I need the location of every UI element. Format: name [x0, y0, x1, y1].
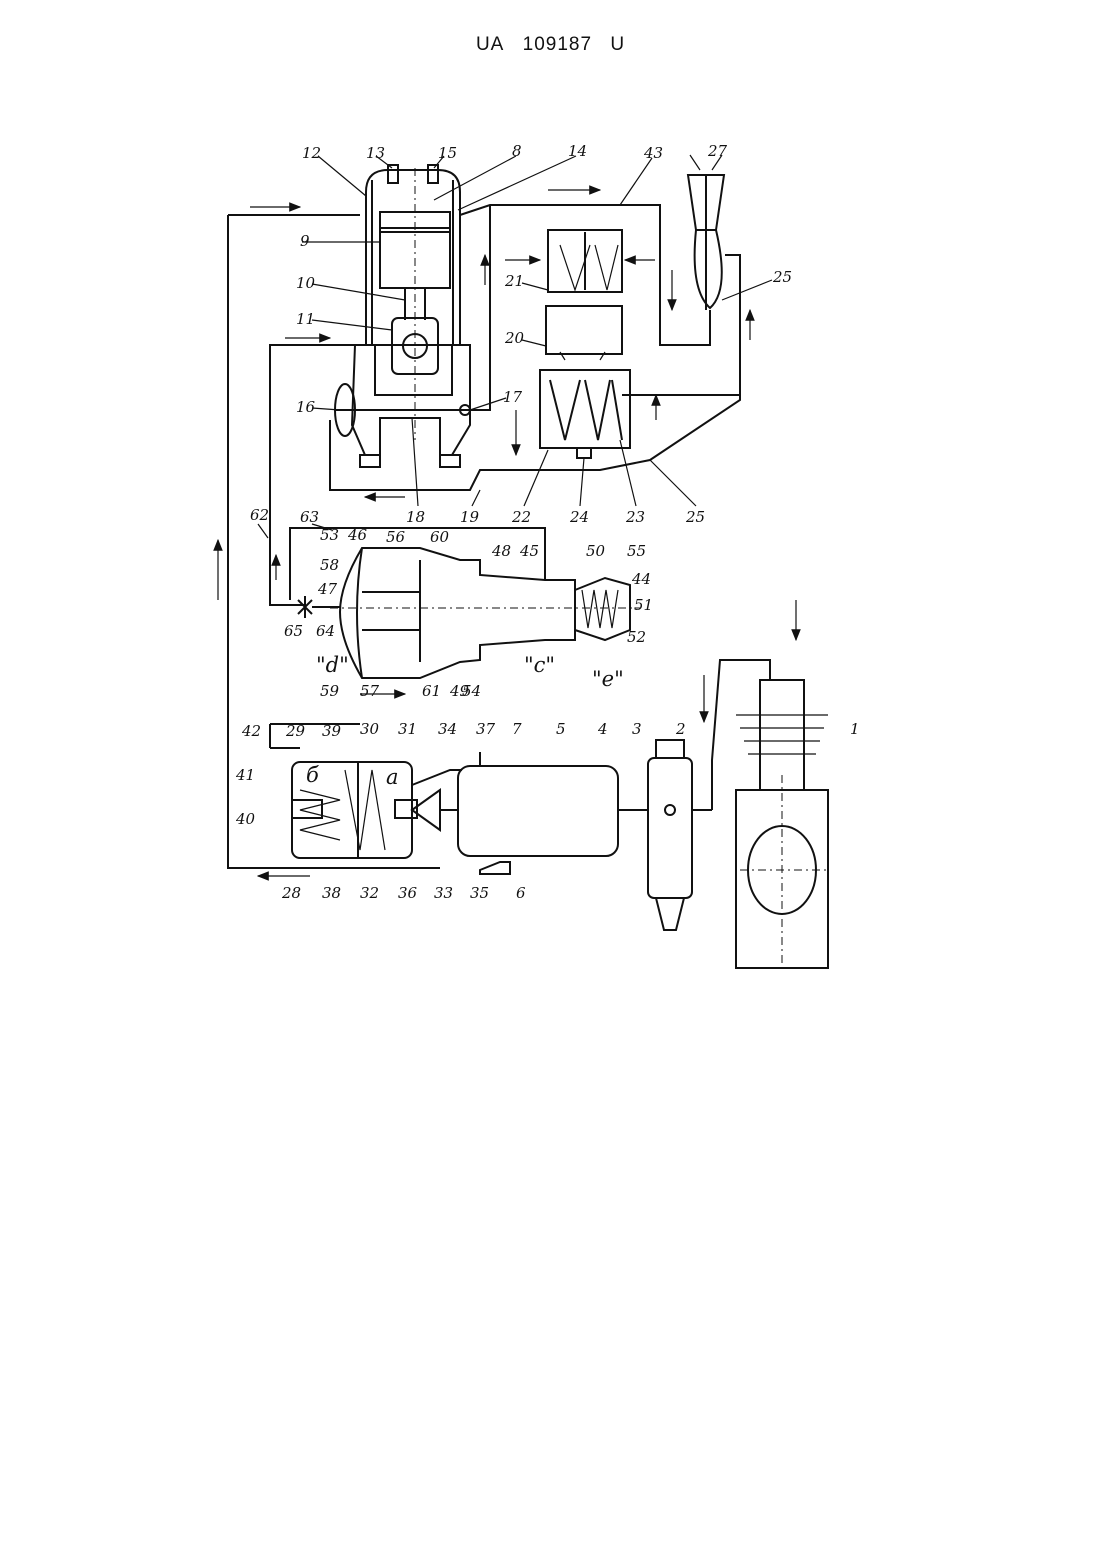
- label-43: 43: [643, 144, 663, 162]
- separator-unit: [540, 230, 630, 458]
- label-33: 33: [434, 884, 453, 902]
- label-18: 18: [406, 508, 425, 526]
- label-38: 38: [322, 884, 341, 902]
- label-5: 5: [556, 720, 566, 738]
- label-10: 10: [296, 274, 316, 292]
- label-7: 7: [512, 720, 522, 738]
- label-4: 4: [597, 720, 608, 738]
- label-20: 20: [504, 329, 525, 347]
- label-17: 17: [503, 388, 523, 406]
- chamber-e: "e": [592, 667, 624, 691]
- label-54: 54: [462, 682, 481, 700]
- label-25a: 25: [772, 268, 792, 286]
- label-31: 31: [398, 720, 417, 738]
- label-29: 29: [285, 722, 306, 740]
- label-19: 19: [460, 508, 480, 526]
- label-23: 23: [625, 508, 645, 526]
- label-57: 57: [360, 682, 380, 700]
- label-36: 36: [398, 884, 418, 902]
- label-44: 44: [631, 570, 651, 588]
- label-58: 58: [320, 556, 339, 574]
- label-9: 9: [300, 232, 310, 250]
- label-21: 21: [504, 272, 524, 290]
- label-25b: 25: [685, 508, 705, 526]
- label-50: 50: [586, 542, 606, 560]
- label-3: 3: [632, 720, 642, 738]
- chamber-b: б: [306, 763, 319, 787]
- label-14: 14: [568, 142, 587, 160]
- label-60: 60: [430, 528, 450, 546]
- label-24: 24: [569, 508, 589, 526]
- label-1: 1: [850, 720, 860, 738]
- label-2: 2: [675, 720, 686, 738]
- label-41: 41: [235, 766, 255, 784]
- label-55: 55: [627, 542, 646, 560]
- chamber-c: "c": [524, 653, 555, 677]
- label-34: 34: [438, 720, 457, 738]
- label-56: 56: [386, 528, 406, 546]
- label-51: 51: [634, 596, 653, 614]
- label-12: 12: [302, 144, 321, 162]
- label-40: 40: [235, 810, 256, 828]
- label-47: 47: [317, 580, 338, 598]
- compressor-unit: [704, 600, 828, 968]
- label-64: 64: [316, 622, 335, 640]
- leader-lines: [258, 156, 772, 538]
- label-37: 37: [476, 720, 496, 738]
- chamber-a: a: [386, 765, 399, 789]
- chamber-d: "d": [316, 653, 349, 677]
- label-42: 42: [241, 722, 261, 740]
- filter-unit: [648, 740, 712, 930]
- label-45: 45: [519, 542, 539, 560]
- label-32: 32: [360, 884, 379, 902]
- label-63: 63: [300, 508, 319, 526]
- label-30: 30: [360, 720, 380, 738]
- label-16: 16: [296, 398, 316, 416]
- label-35: 35: [470, 884, 489, 902]
- label-59: 59: [320, 682, 340, 700]
- cylinder-unit: [258, 724, 462, 876]
- label-61: 61: [422, 682, 441, 700]
- label-6: 6: [516, 884, 526, 902]
- label-46: 46: [347, 526, 368, 544]
- label-62: 62: [250, 506, 269, 524]
- receiver-unit: [458, 752, 648, 874]
- valve-unit: [298, 548, 640, 694]
- label-11: 11: [296, 310, 315, 328]
- label-13: 13: [366, 144, 385, 162]
- label-27: 27: [707, 142, 728, 160]
- cyclone-unit: [688, 155, 724, 310]
- label-39: 39: [322, 722, 342, 740]
- label-65: 65: [284, 622, 303, 640]
- label-22: 22: [511, 508, 531, 526]
- label-48: 48: [491, 542, 511, 560]
- engine-unit: [335, 165, 470, 467]
- label-28: 28: [281, 884, 301, 902]
- label-52: 52: [627, 628, 646, 646]
